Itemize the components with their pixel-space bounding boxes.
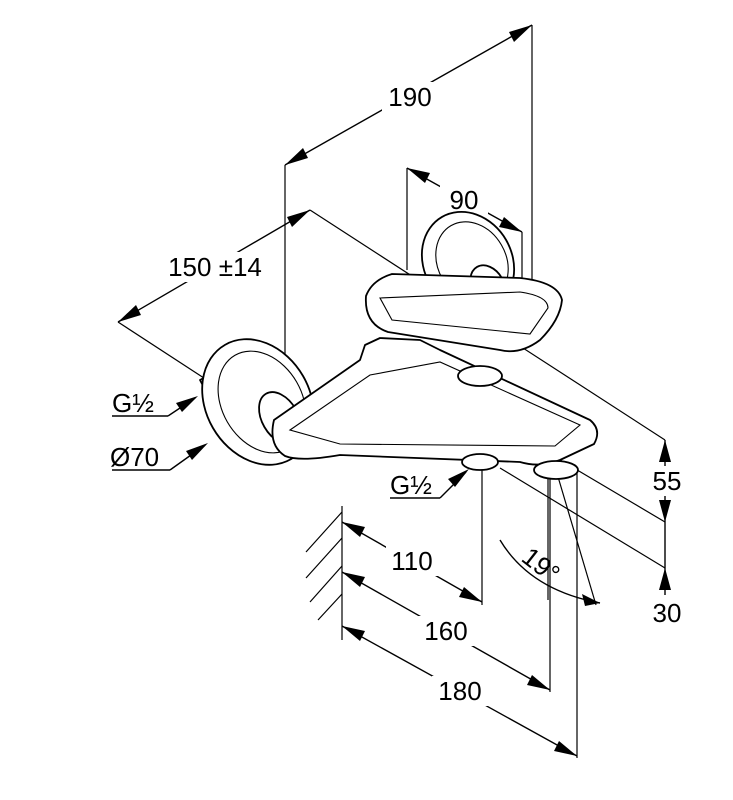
dimension-180: 180 <box>341 470 578 758</box>
label-110: 110 <box>391 546 432 576</box>
spout-outlet <box>457 365 579 480</box>
dimension-160: 160 <box>341 478 551 692</box>
faucet-body <box>199 210 599 480</box>
label-diameter-70: Ø70 <box>110 442 159 472</box>
dimension-190: 190 <box>284 24 533 420</box>
label-inlet-g12: G½ <box>112 388 154 418</box>
dimension-90: 90 <box>406 167 523 285</box>
label-190: 190 <box>388 82 431 112</box>
label-55: 55 <box>653 466 682 496</box>
callout-rosette-diameter: Ø70 <box>110 442 208 472</box>
dimension-55-30: 55 30 <box>499 440 688 628</box>
label-19-degree: 19° <box>516 541 565 589</box>
label-30: 30 <box>653 598 682 628</box>
wall-reference <box>305 506 343 640</box>
dimension-110: 110 <box>341 468 483 605</box>
callout-outlet-g12: G½ <box>390 469 469 500</box>
callout-inlet-g12: G½ <box>112 388 198 418</box>
label-150: 150 ±14 <box>168 252 262 282</box>
label-160: 160 <box>424 616 467 646</box>
mixer-body <box>271 337 599 466</box>
label-90: 90 <box>450 185 479 215</box>
label-outlet-g12: G½ <box>390 470 432 500</box>
label-180: 180 <box>438 676 481 706</box>
